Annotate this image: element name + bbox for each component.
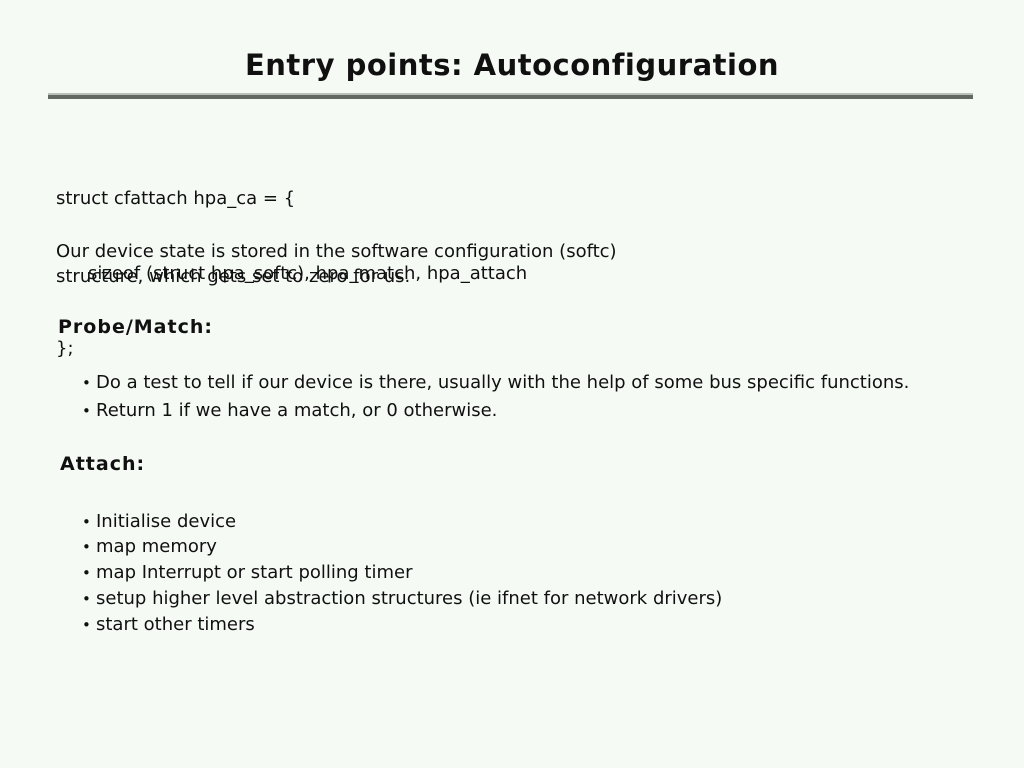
bullet-dot-icon: • xyxy=(82,564,91,582)
intro-paragraph: Our device state is stored in the softwa… xyxy=(56,239,617,289)
bullet-dot-icon: • xyxy=(82,590,91,608)
list-item: • start other timers xyxy=(82,612,722,638)
bullet-dot-icon: • xyxy=(82,402,91,420)
code-line: struct cfattach hpa_ca = { xyxy=(56,188,296,209)
section-heading-probe-match: Probe/Match: xyxy=(58,316,213,338)
bullet-dot-icon: • xyxy=(82,538,91,556)
bullet-text: Return 1 if we have a match, or 0 otherw… xyxy=(96,400,498,421)
list-item: • Do a test to tell if our device is the… xyxy=(82,369,909,397)
probe-match-bullet-list: • Do a test to tell if our device is the… xyxy=(82,369,909,425)
paragraph-line: Our device state is stored in the softwa… xyxy=(56,241,617,262)
bullet-text: setup higher level abstraction structure… xyxy=(96,588,723,609)
attach-bullet-list: • Initialise device • map memory • map I… xyxy=(82,510,722,638)
title-divider-rule xyxy=(48,93,973,99)
list-item: • setup higher level abstraction structu… xyxy=(82,586,722,612)
code-snippet: struct cfattach hpa_ca = { sizeof (struc… xyxy=(56,136,527,411)
bullet-text: map memory xyxy=(96,536,217,557)
code-line: sizeof (struct hpa_softc), hpa_match, hp… xyxy=(88,263,528,284)
list-item: • map Interrupt or start polling timer xyxy=(82,560,722,586)
bullet-text: map Interrupt or start polling timer xyxy=(96,562,413,583)
bullet-dot-icon: • xyxy=(82,513,91,531)
bullet-text: Initialise device xyxy=(96,511,237,532)
slide-title: Entry points: Autoconfiguration xyxy=(244,48,780,82)
section-heading-attach: Attach: xyxy=(60,453,146,475)
bullet-text: start other timers xyxy=(96,614,255,635)
bullet-dot-icon: • xyxy=(82,374,91,392)
bullet-dot-icon: • xyxy=(82,616,91,634)
code-line: }; xyxy=(56,338,74,359)
list-item: • Initialise device xyxy=(82,510,722,534)
list-item: • Return 1 if we have a match, or 0 othe… xyxy=(82,397,909,425)
paragraph-line: structure, which gets set to zero for us… xyxy=(56,266,411,287)
list-item: • map memory xyxy=(82,534,722,560)
bullet-text: Do a test to tell if our device is there… xyxy=(96,372,910,393)
